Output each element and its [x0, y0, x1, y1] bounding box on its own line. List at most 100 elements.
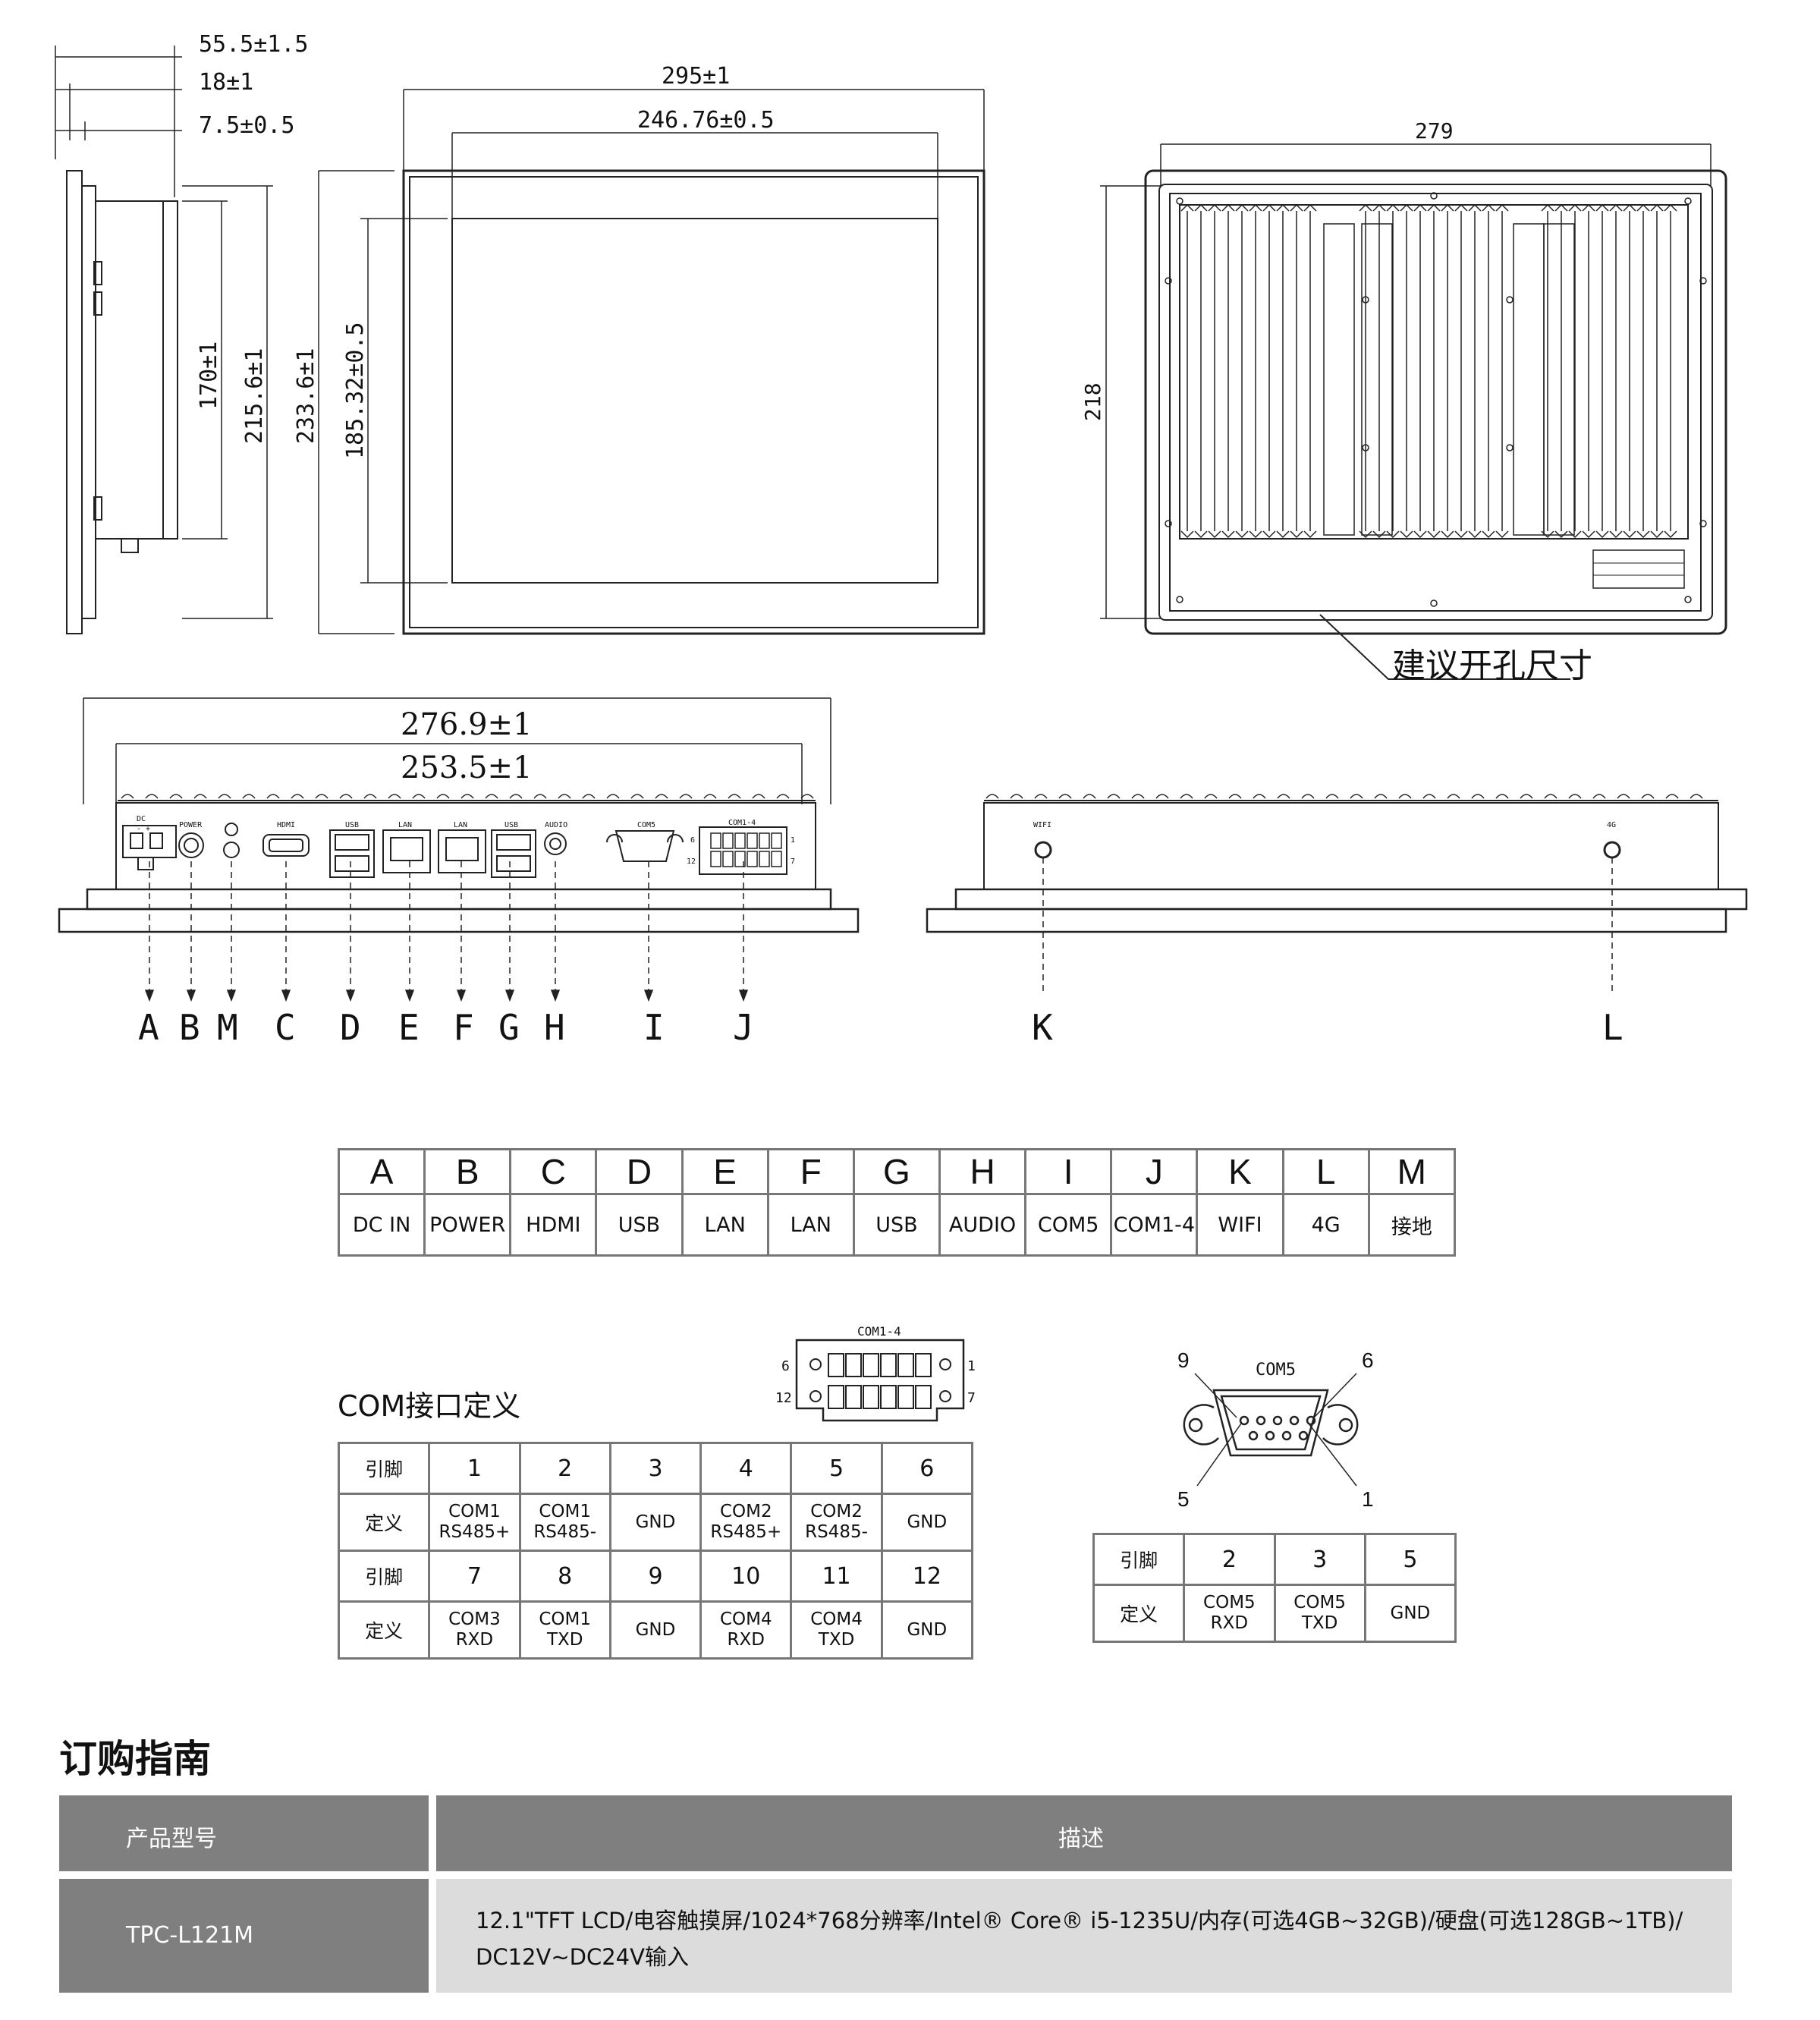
dim-front-view-h: 185.32±0.5 — [342, 322, 369, 459]
def-cell: GND — [1363, 1584, 1457, 1643]
connector-pin — [897, 1353, 914, 1377]
interface-table: A B C D E F G H I J K L M DC IN POWER HD… — [337, 1148, 1457, 1257]
iface-letter: C — [509, 1148, 598, 1195]
terminal-pin — [759, 851, 770, 867]
connector-pin — [915, 1385, 932, 1409]
def-line: GND — [907, 1619, 948, 1640]
heatsink-fin-bottom — [1454, 530, 1468, 539]
heatsink-fin-top — [1468, 203, 1482, 212]
def-line: COM5 — [1203, 1593, 1256, 1613]
heatsink-rail — [1513, 223, 1545, 536]
callout-b: B — [179, 1007, 200, 1048]
heatsink-fin-top — [1495, 203, 1509, 212]
heatsink-fin-top — [1262, 203, 1276, 212]
vent-rib — [363, 794, 377, 799]
heatsink-fin-top — [1623, 203, 1636, 212]
vent-rib — [752, 794, 765, 799]
heatsink-fin-top — [1208, 203, 1221, 212]
heatsink-fin-bottom — [1623, 530, 1636, 539]
com14-diagram-pin1: 1 — [967, 1358, 976, 1374]
vent-rib — [1665, 794, 1679, 799]
heatsink-fin-bottom — [1221, 530, 1235, 539]
order-cell-desc: 12.1"TFT LCD/电容触摸屏/1024*768分辨率/Intel® Co… — [436, 1879, 1732, 1993]
terminal-pin — [771, 832, 782, 849]
def-line: COM1 — [539, 1609, 592, 1629]
vent-rib — [485, 794, 498, 799]
vent-rib — [776, 794, 790, 799]
com-section-title: COM接口定义 — [338, 1389, 521, 1423]
vent-rib — [1398, 794, 1412, 799]
vent-rib — [242, 794, 256, 799]
terminal-pin — [722, 851, 734, 867]
vent-rib — [582, 794, 596, 799]
leader-arrow — [643, 990, 654, 1002]
screw-hole — [1684, 197, 1692, 205]
heatsink-fin-top — [1235, 203, 1249, 212]
vent-rib — [728, 794, 741, 799]
vent-rib — [985, 794, 999, 799]
leader-arrow — [738, 990, 749, 1002]
dim-front-w: 295±1 — [662, 63, 730, 90]
leader-arrow — [505, 990, 515, 1002]
pin-cell: 5 — [1363, 1533, 1457, 1586]
vent-rib — [436, 794, 450, 799]
iface-letter: F — [766, 1148, 855, 1195]
screw-hole — [1165, 520, 1172, 527]
leader-arrow — [281, 990, 291, 1002]
iface-letter: G — [852, 1148, 941, 1195]
def-label-cell: 定义 — [337, 1493, 431, 1552]
iface-name: LAN — [766, 1193, 855, 1257]
vent-rib — [291, 794, 304, 799]
dim-front-view-w: 246.76±0.5 — [637, 107, 775, 134]
heatsink-fin-top — [1568, 203, 1582, 212]
vent-rib — [1350, 794, 1363, 799]
heatsink-fin-top — [1400, 203, 1413, 212]
order-header-model: 产品型号 — [59, 1795, 429, 1871]
heatsink-fin-bottom — [1427, 530, 1441, 539]
def-cell: GND — [608, 1493, 703, 1552]
heatsink-fin-bottom — [1664, 530, 1677, 539]
pin-cell: 2 — [518, 1442, 611, 1495]
port-label-com14: COM1-4 — [728, 819, 756, 827]
screw-hole — [1176, 596, 1183, 603]
iface-letter: E — [681, 1148, 769, 1195]
pin-cell: 8 — [518, 1550, 611, 1603]
pin-cell: 10 — [699, 1550, 793, 1603]
heatsink-fin-top — [1595, 203, 1609, 212]
port-label-pin6: 6 — [690, 836, 695, 845]
screw-hole — [1430, 192, 1438, 200]
heatsink-fin-top — [1541, 203, 1554, 212]
iface-letter: H — [938, 1148, 1027, 1195]
order-desc-line1: 12.1"TFT LCD/电容触摸屏/1024*768分辨率/Intel® Co… — [476, 1908, 1683, 1933]
callout-m: M — [217, 1007, 238, 1048]
pin-cell: 1 — [428, 1442, 521, 1495]
pin-cell: 9 — [608, 1550, 703, 1603]
heatsink-fin-top — [1359, 203, 1372, 212]
table-row: 引脚 1 2 3 4 5 6 — [337, 1442, 974, 1495]
vent-rib — [1010, 794, 1023, 799]
terminal-pin — [747, 832, 758, 849]
heatsink-fin-bottom — [1386, 530, 1400, 539]
def-cell: GND — [880, 1493, 974, 1552]
callout-j: J — [733, 1007, 754, 1048]
heatsink-fin-bottom — [1650, 530, 1664, 539]
heatsink-fin-bottom — [1249, 530, 1262, 539]
dim-bottom-w2: 253.5±1 — [401, 750, 532, 785]
leader-arrow — [456, 990, 467, 1002]
screw-hole — [1506, 444, 1514, 452]
vent-rib — [509, 794, 523, 799]
port-label-pin1: 1 — [791, 836, 795, 845]
iface-letter: B — [423, 1148, 512, 1195]
vent-rib — [1544, 794, 1558, 799]
heatsink-fin-top — [1554, 203, 1568, 212]
iface-name: HDMI — [509, 1193, 598, 1257]
screw-hole — [1165, 277, 1172, 285]
